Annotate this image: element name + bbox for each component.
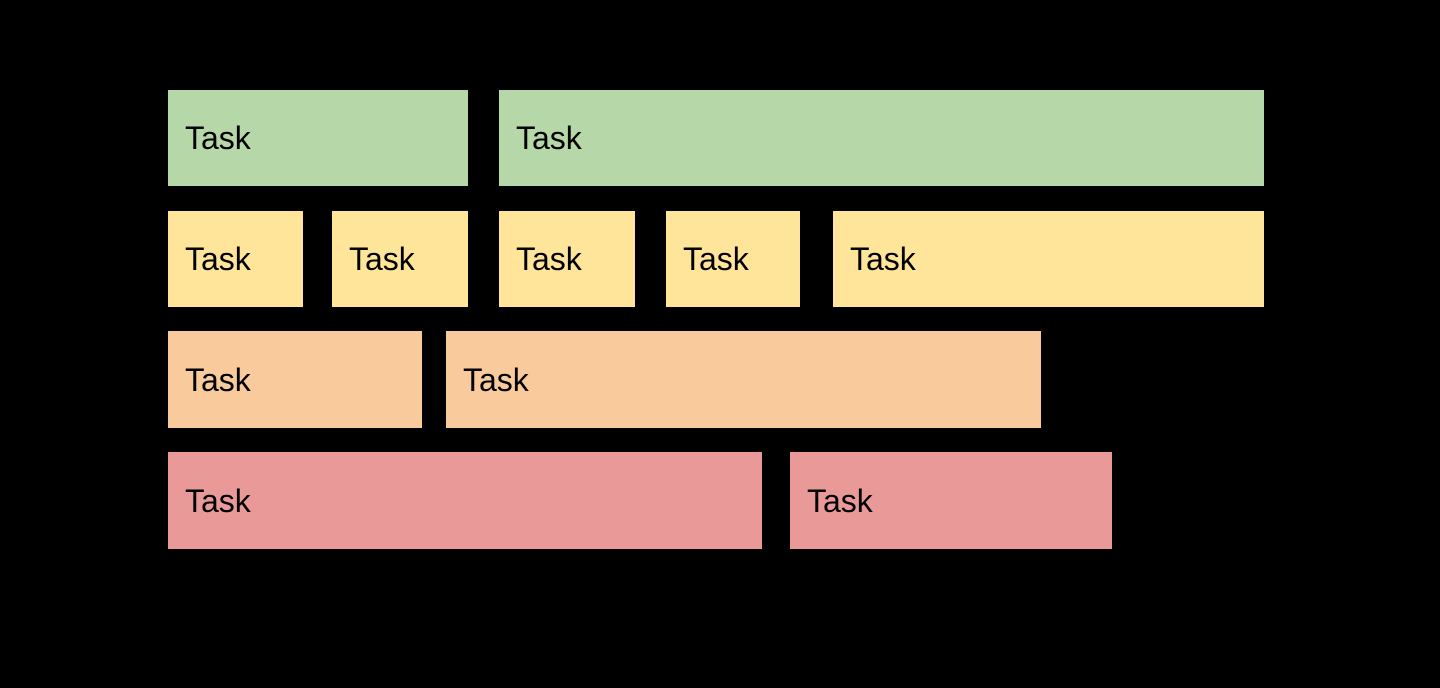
task-bar-label: Task [185,482,251,519]
task-bar: Task [446,331,1041,428]
task-bar: Task [666,211,800,307]
task-bar-label: Task [516,241,582,277]
task-lane-orange: Task Task [0,331,1440,428]
task-bar-label: Task [683,241,749,277]
task-bar: Task [168,452,762,549]
task-bar: Task [168,90,468,186]
task-bar-label: Task [349,241,415,277]
task-bar: Task [168,331,422,428]
task-bar: Task [790,452,1112,549]
task-lane-yellow: Task Task Task Task Task [0,211,1440,307]
task-bar-label: Task [185,361,251,398]
task-lane-green: Task Task [0,90,1440,186]
task-bar: Task [499,211,635,307]
task-lane-red: Task Task [0,452,1440,549]
task-bar-label: Task [463,361,529,398]
task-bar-label: Task [185,120,251,156]
task-bar: Task [332,211,468,307]
task-bar-label: Task [850,241,916,277]
task-bar-label: Task [516,120,582,156]
task-bar-label: Task [185,241,251,277]
task-bar-label: Task [807,482,873,519]
task-bar: Task [499,90,1264,186]
task-bar: Task [833,211,1264,307]
task-bar: Task [168,211,303,307]
